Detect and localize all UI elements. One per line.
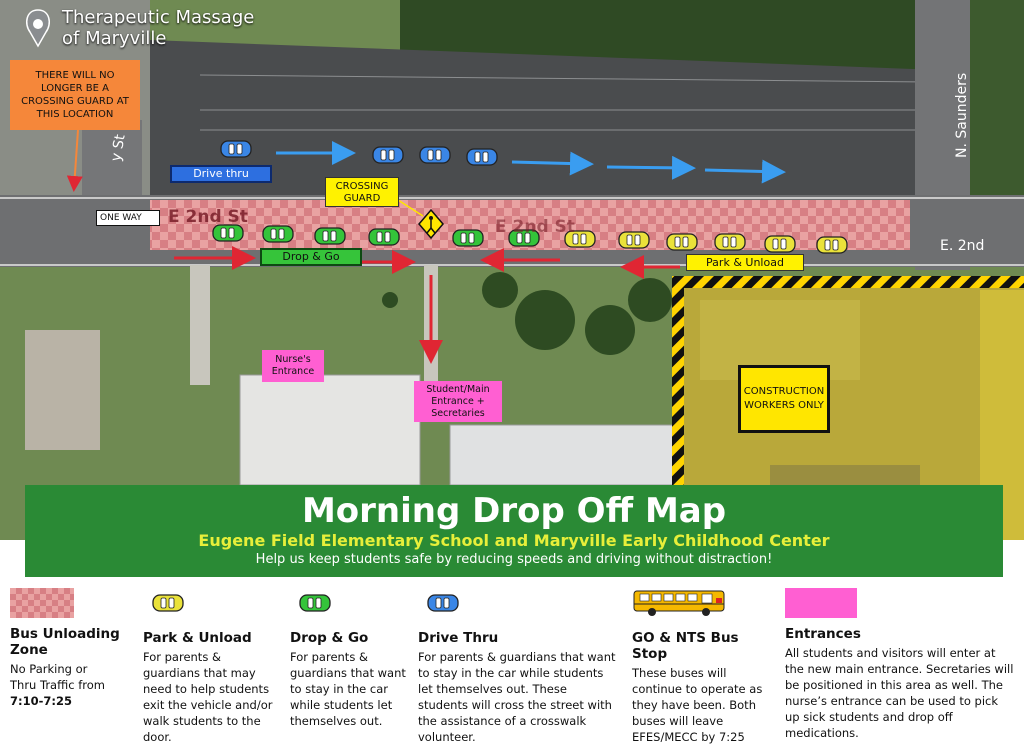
aerial-map: N. Saunders y St xyxy=(0,0,1024,540)
school-building-west xyxy=(239,374,421,486)
legend-drop-go: Drop & Go For parents & guardians that w… xyxy=(290,588,408,729)
title-banner: Morning Drop Off Map Eugene Field Elemen… xyxy=(25,485,1003,577)
legend-text: For parents & guardians that may need to… xyxy=(143,650,273,744)
legend-text: These buses will continue to operate as … xyxy=(632,666,763,744)
legend-entrances: Entrances All students and visitors will… xyxy=(785,588,1015,741)
side-street xyxy=(82,120,142,200)
e-2nd-st-label-2: E 2nd St xyxy=(495,217,575,237)
legend-text: For parents & guardians that want to sta… xyxy=(290,650,406,728)
e-2nd-right-label: E. 2nd xyxy=(940,238,985,254)
no-crossing-guard-note: THERE WILL NO LONGER BE A CROSSING GUARD… xyxy=(10,60,140,130)
school-bus-icon xyxy=(633,590,725,616)
place-label-line1: Therapeutic Massage xyxy=(62,7,255,28)
legend-title: Park & Unload xyxy=(143,630,252,646)
car-icon xyxy=(427,594,459,612)
legend-drive-thru: Drive Thru For parents & guardians that … xyxy=(418,588,618,745)
drop-go-label: Drop & Go xyxy=(260,248,362,266)
entrance-swatch xyxy=(785,588,857,618)
n-saunders-label: N. Saunders xyxy=(954,73,970,158)
traffic-flow-arrows xyxy=(174,246,680,364)
main-entrance-label: Student/Main Entrance + Secretaries xyxy=(414,381,502,422)
drive-thru-label: Drive thru xyxy=(170,165,272,183)
school-building-east xyxy=(449,424,681,486)
nurse-entrance-label: Nurse's Entrance xyxy=(262,350,324,382)
pedestrian-crossing-icon xyxy=(418,208,444,240)
legend-bus-stop: GO & NTS Bus Stop These buses will conti… xyxy=(632,588,772,745)
legend-text: All students and visitors will enter at … xyxy=(785,646,1014,740)
trees xyxy=(382,272,672,355)
one-way-sign: ONE WAY xyxy=(96,210,160,226)
crossing-guard-label: CROSSING GUARD xyxy=(325,177,399,207)
tree-canopy-right xyxy=(960,0,1024,200)
car-icon xyxy=(152,594,184,612)
car-icon xyxy=(299,594,331,612)
side-street-label: y St xyxy=(108,133,129,163)
legend-text: No Parking or xyxy=(10,662,88,676)
location-pin-icon xyxy=(25,9,51,48)
park-unload-label: Park & Unload xyxy=(686,254,804,271)
place-label-line2: of Maryville xyxy=(62,28,167,49)
construction-sign: CONSTRUCTION WORKERS ONLY xyxy=(738,365,830,433)
legend-title: Bus Unloading Zone xyxy=(10,626,120,658)
legend-park-unload: Park & Unload For parents & guardians th… xyxy=(143,588,273,745)
school-subtitle: Eugene Field Elementary School and Maryv… xyxy=(198,531,830,550)
legend-text: Thru Traffic from xyxy=(10,678,105,692)
legend-bus-unloading: Bus Unloading Zone No Parking or Thru Tr… xyxy=(10,588,135,709)
legend-title: GO & NTS Bus Stop xyxy=(632,630,739,662)
e-2nd-st-label: E 2nd St xyxy=(168,207,248,227)
page-title: Morning Drop Off Map xyxy=(301,491,727,531)
bus-zone-swatch xyxy=(10,588,74,618)
drive-thru-arrows xyxy=(276,141,786,184)
legend-title: Drop & Go xyxy=(290,630,369,646)
legend-title: Drive Thru xyxy=(418,630,499,646)
place-label: Therapeutic Massage of Maryville xyxy=(62,7,322,49)
legend-title: Entrances xyxy=(785,626,861,642)
safety-tagline: Help us keep students safe by reducing s… xyxy=(255,552,773,567)
playground xyxy=(25,330,100,450)
legend-time: 7:10-7:25 xyxy=(10,694,72,708)
legend-text: For parents & guardians that want to sta… xyxy=(418,650,616,744)
parking-lines xyxy=(199,74,931,131)
